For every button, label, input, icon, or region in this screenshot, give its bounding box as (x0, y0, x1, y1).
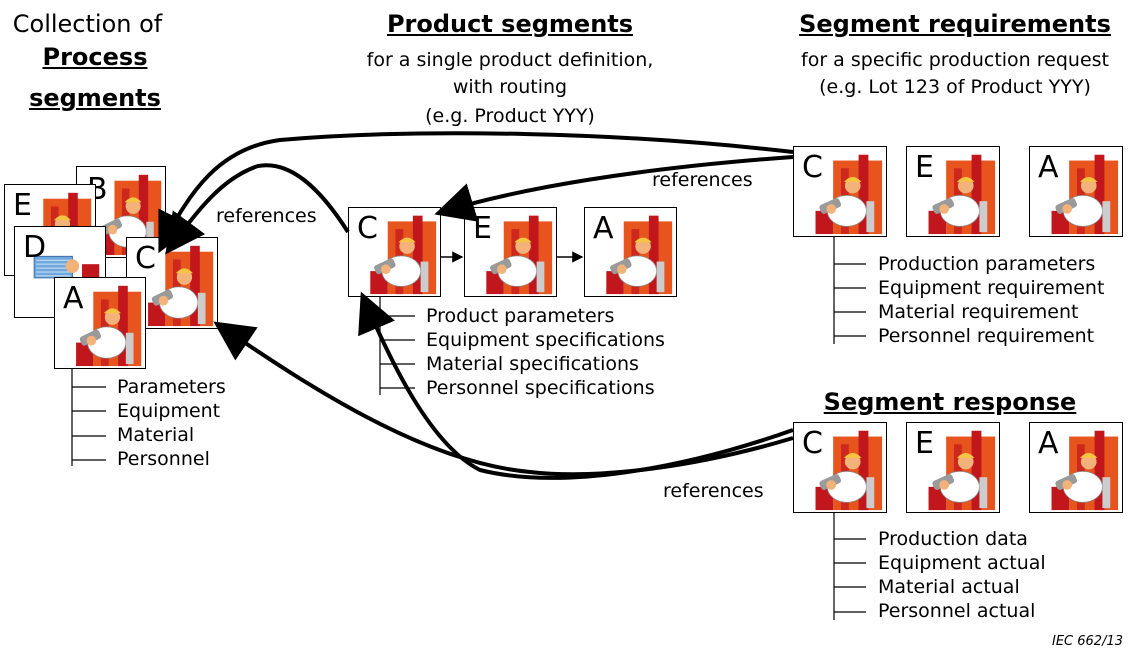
references-label-1: references (216, 205, 317, 227)
requirement-card-e: E (906, 146, 1000, 237)
worker-illustration-icon (1051, 430, 1119, 511)
requirement-tree-lines (833, 237, 866, 344)
requirement-attr-equipment: Equipment requirement (878, 277, 1105, 299)
process-tree-lines (71, 369, 106, 466)
segment-requirements-title: Segment requirements (799, 10, 1111, 38)
product-attr-parameters: Product parameters (426, 305, 615, 327)
response-attr-personnel: Personnel actual (878, 600, 1036, 622)
product-segments-subtitle-line2: with routing (452, 76, 568, 98)
product-segments-subtitle-line3: (e.g. Product YYY) (425, 105, 595, 127)
process-attribute-list: Parameters Equipment Material Personnel (117, 375, 226, 471)
figure-id: IEC 662/13 (1052, 634, 1123, 649)
references-label-2: references (652, 169, 753, 191)
worker-illustration-icon (815, 154, 883, 235)
product-attr-equipment: Equipment specifications (426, 329, 665, 351)
worker-illustration-icon (1051, 154, 1119, 235)
requirement-attr-material: Material requirement (878, 301, 1079, 323)
process-attr-material: Material (117, 424, 195, 446)
segment-requirements-subtitle-line2: (e.g. Lot 123 of Product YYY) (819, 76, 1091, 98)
process-attr-personnel: Personnel (117, 448, 210, 470)
process-collection-title-line2: Process (42, 43, 148, 71)
product-card-a: A (584, 207, 677, 297)
worker-illustration-icon (815, 430, 883, 511)
product-tree-lines (379, 297, 415, 395)
response-attr-material: Material actual (878, 576, 1020, 598)
response-card-a: A (1029, 422, 1123, 513)
process-attr-equipment: Equipment (117, 400, 221, 422)
process-collection-title-line3: segments (29, 84, 161, 112)
requirement-card-a: A (1029, 146, 1123, 237)
response-card-e: E (906, 422, 1000, 513)
references-label-3: references (663, 480, 764, 502)
worker-illustration-icon (76, 285, 142, 367)
requirement-card-c: C (793, 146, 887, 237)
requirement-attr-personnel: Personnel requirement (878, 325, 1095, 347)
product-attribute-list: Product parameters Equipment specificati… (426, 304, 665, 400)
segment-requirements-subtitle-line1: for a specific production request (801, 49, 1109, 71)
response-card-c: C (793, 422, 887, 513)
product-segments-subtitle-line1: for a single product definition, (366, 49, 654, 71)
process-attr-parameters: Parameters (117, 376, 226, 398)
response-attr-equipment: Equipment actual (878, 552, 1046, 574)
worker-illustration-icon (928, 430, 996, 511)
requirement-attr-parameters: Production parameters (878, 253, 1096, 275)
product-card-c: C (348, 207, 441, 297)
worker-illustration-icon (928, 154, 996, 235)
product-card-e: E (464, 207, 557, 297)
response-attribute-list: Production data Equipment actual Materia… (878, 527, 1046, 623)
product-segments-title: Product segments (386, 10, 634, 38)
segment-response-title: Segment response (823, 388, 1077, 416)
product-attr-personnel: Personnel specifications (426, 377, 655, 399)
process-card-a: A (54, 277, 146, 369)
requirement-attribute-list: Production parameters Equipment requirem… (878, 252, 1104, 348)
product-attr-material: Material specifications (426, 353, 639, 375)
response-attr-production-data: Production data (878, 528, 1028, 550)
worker-illustration-icon (148, 245, 214, 327)
process-collection-title-line1: Collection of (12, 10, 163, 38)
response-tree-lines (833, 513, 866, 620)
